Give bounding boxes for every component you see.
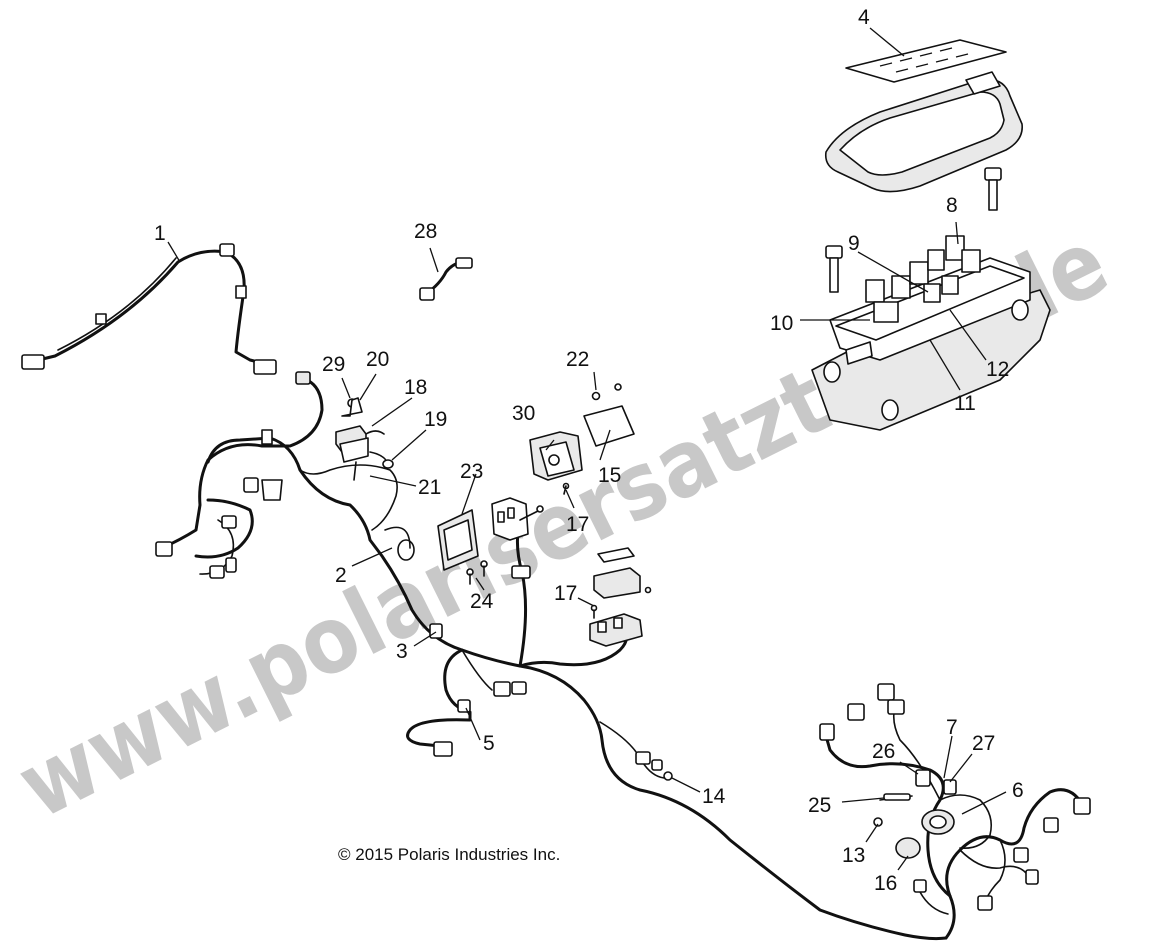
rear-harness-part-6 xyxy=(819,683,1091,940)
ecu-parts-23-24 xyxy=(437,497,544,585)
callout-21: 21 xyxy=(418,476,441,499)
callout-22: 22 xyxy=(566,348,589,371)
callout-17-upper: 17 xyxy=(566,513,589,536)
callout-24: 24 xyxy=(470,590,494,613)
main-harness-part-2 xyxy=(155,371,948,941)
callout-1: 1 xyxy=(154,222,166,245)
callout-17-lower: 17 xyxy=(554,582,577,605)
clamp-part-3 xyxy=(429,623,443,639)
mounting-bolts xyxy=(825,167,1002,293)
module-parts-15-22-30 xyxy=(529,383,635,495)
callout-12: 12 xyxy=(986,358,1009,381)
callout-numbers: 1 2 3 4 5 6 7 8 9 10 11 12 13 14 15 16 1… xyxy=(154,6,1024,895)
callout-29: 29 xyxy=(322,353,345,376)
callout-19: 19 xyxy=(424,408,447,431)
callout-3: 3 xyxy=(396,640,408,663)
callout-16: 16 xyxy=(874,872,897,895)
fuse-box-cover-part-4 xyxy=(824,39,1023,193)
callout-23: 23 xyxy=(460,460,483,483)
callout-8: 8 xyxy=(946,194,958,217)
jumper-harness-part-28 xyxy=(419,257,473,301)
callout-10: 10 xyxy=(770,312,793,335)
callout-4: 4 xyxy=(858,6,870,29)
branch-harness-part-5 xyxy=(406,648,527,757)
callout-25: 25 xyxy=(808,794,831,817)
callout-6: 6 xyxy=(1012,779,1024,802)
callout-27: 27 xyxy=(972,732,995,755)
callout-11: 11 xyxy=(954,392,976,415)
callout-15: 15 xyxy=(598,464,621,487)
relay-bracket-parts-18-21 xyxy=(335,397,394,481)
callout-7: 7 xyxy=(946,716,958,739)
callout-26: 26 xyxy=(872,740,895,763)
callout-2: 2 xyxy=(335,564,347,587)
connector-part-14 xyxy=(599,721,673,781)
callout-28: 28 xyxy=(414,220,437,243)
callout-9: 9 xyxy=(848,232,860,255)
regulator-part-17 xyxy=(589,547,652,647)
fuse-box-base-parts-8-12 xyxy=(811,235,1051,431)
front-harness-part-1 xyxy=(21,243,277,375)
callout-20: 20 xyxy=(366,348,389,371)
callout-30: 30 xyxy=(512,402,535,425)
callout-5: 5 xyxy=(483,732,495,755)
copyright-notice: © 2015 Polaris Industries Inc. xyxy=(338,845,560,864)
callout-leaders xyxy=(167,27,1007,871)
callout-18: 18 xyxy=(404,376,427,399)
callout-13: 13 xyxy=(842,844,865,867)
callout-14: 14 xyxy=(702,785,726,808)
